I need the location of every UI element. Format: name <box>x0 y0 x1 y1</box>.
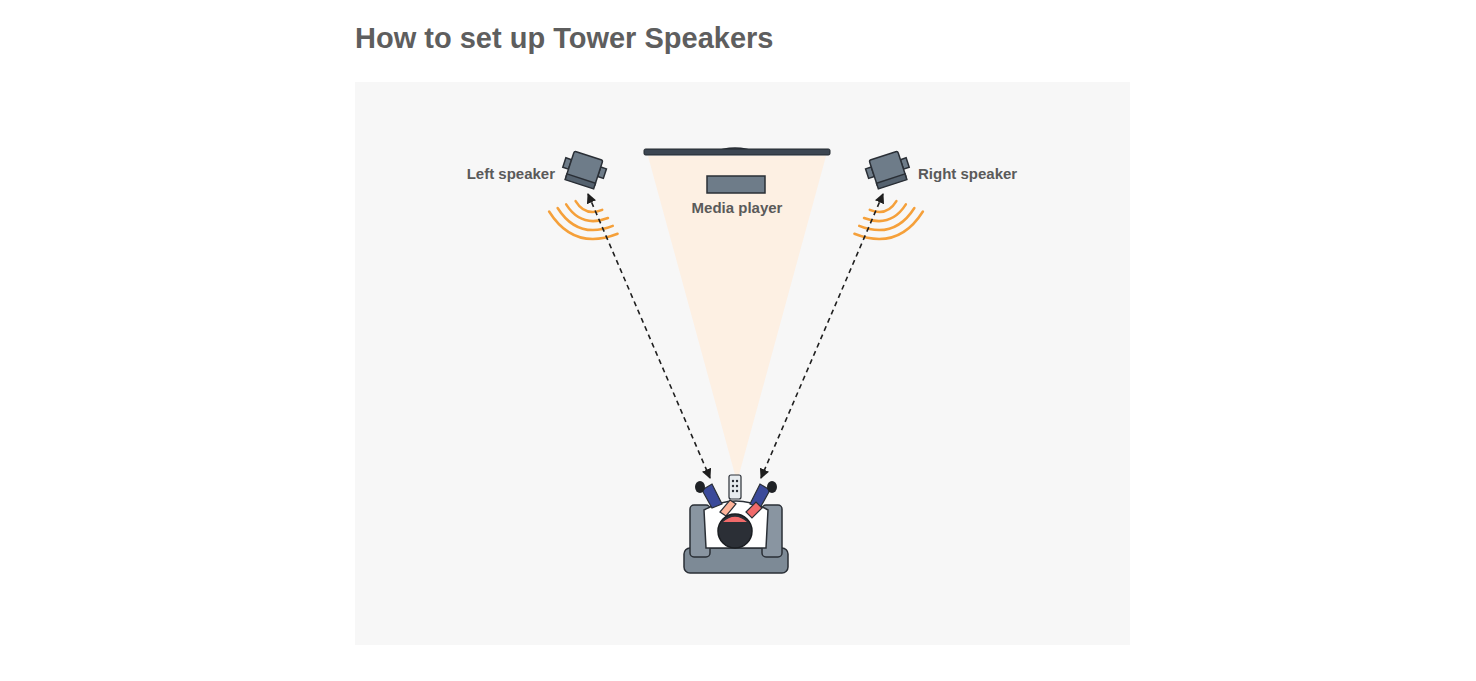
sound-waves <box>544 194 623 248</box>
page-title: How to set up Tower Speakers <box>355 22 773 55</box>
media-player-box <box>707 176 765 193</box>
sound-waves <box>849 194 928 248</box>
speaker-label: Right speaker <box>918 165 1017 182</box>
right-speaker-icon <box>863 149 912 191</box>
speaker-label: Left speaker <box>467 165 555 182</box>
listener-in-chair <box>684 475 788 573</box>
left-speaker-icon <box>559 149 608 191</box>
listening-axis <box>761 194 883 478</box>
screen-beam <box>648 156 826 482</box>
tv-screen <box>644 149 830 155</box>
listening-axis <box>588 194 710 478</box>
device-label: Media player <box>692 199 783 216</box>
background-panel <box>355 82 1130 645</box>
